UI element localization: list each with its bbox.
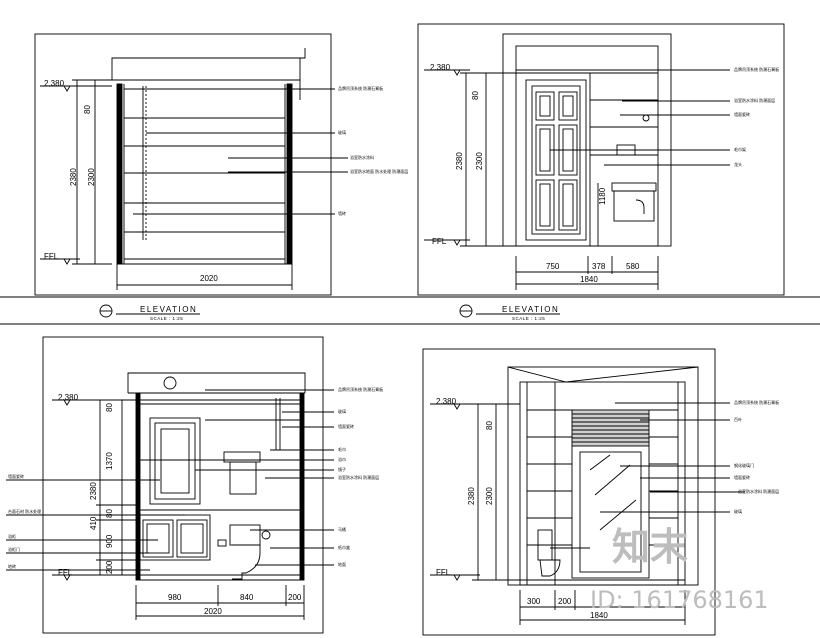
panel-b-dim-h: 378 — [592, 262, 606, 271]
panel-c-dim-v: 2380 — [89, 482, 98, 500]
elevation-panel-a — [34, 33, 348, 296]
panel-d-dim-h: 300 — [527, 597, 541, 606]
panel-c-dim-v: 80 — [105, 403, 114, 412]
panel-d-callout: 墙面瓷砖 — [734, 474, 750, 480]
panel-b-dim-h: 750 — [546, 262, 560, 271]
panel-d-dim-h: 200 — [558, 597, 572, 606]
panel-c-callout: 墙面瓷砖 — [338, 423, 354, 429]
panel-a-level-floor: FFL — [44, 252, 59, 261]
panel-c-dim-h: 200 — [288, 593, 302, 602]
watermark-logo: 知末 — [612, 525, 688, 569]
panel-a-callout: 浴室防水地面 防水处理 防潮面层 — [350, 168, 408, 174]
panel-a-dim-v: 80 — [83, 105, 92, 114]
panel-c-callout: 品牌吊顶系统 防潮石膏板 — [338, 386, 383, 392]
panel-d-callout: 钢化玻璃门 — [734, 462, 754, 468]
panel-b-callout: 龙头 — [734, 161, 742, 167]
panel-a-callout: 浴室防水涂料 — [350, 154, 374, 160]
panel-b-callout: 毛巾架 — [734, 146, 746, 152]
panel-b-callout: 品牌吊顶系统 防潮石膏板 — [734, 66, 779, 72]
elevation-panel-d — [422, 348, 745, 636]
panel-c-labels: 2.380 FFL 80 1370 2380 410 80 900 200 98… — [8, 386, 383, 616]
panel-d-dim-v: 2300 — [485, 487, 494, 505]
elevation-panel-c — [6, 336, 334, 634]
panel-c-callout: 浴巾 — [338, 456, 346, 462]
panel-c-callout: 地砖 — [8, 563, 16, 569]
panel-c-callout: 地面 — [338, 561, 346, 567]
watermark-id: ID: 161768161 — [590, 586, 769, 614]
panel-a-dim-v: 2380 — [69, 168, 78, 186]
panel-c-callout: 浴柜 — [8, 533, 16, 539]
panel-d-level-top: 2.380 — [436, 397, 457, 406]
panel-b-callout: 墙面瓷砖 — [734, 111, 750, 117]
panel-c-callout: 马桶 — [338, 526, 346, 532]
panel-b-dim-h: 580 — [626, 262, 640, 271]
panel-b-dim-v: 2300 — [475, 152, 484, 170]
panel-c-callout: 浴柜门 — [8, 546, 20, 552]
panel-b-dim-v: 80 — [471, 91, 480, 100]
panel-d-callout: 玻璃 — [734, 508, 742, 514]
panel-c-callout: 纸巾盒 — [338, 544, 350, 550]
panel-d-dim-total: 1840 — [590, 611, 608, 620]
panel-b-callout: 浴室防水涂料 防潮面层 — [734, 97, 775, 103]
caption-scale-right: SCALE : 1:25 — [512, 316, 545, 321]
caption-scale-left: SCALE : 1:25 — [150, 316, 183, 321]
panel-c-dim-v: 410 — [89, 516, 98, 530]
captions: ELEVATION SCALE : 1:25 ELEVATION SCALE :… — [140, 305, 559, 321]
panel-c-callout: 墙面瓷砖 — [8, 473, 24, 479]
panel-c-dim-h: 840 — [240, 593, 254, 602]
panel-c-dim-v: 1370 — [105, 452, 114, 470]
elevation-panel-b — [417, 23, 785, 296]
panel-a-width-dim: 2020 — [200, 274, 218, 283]
panel-c-callout: 台面石材 防水处理 — [8, 508, 41, 514]
panel-b-level-top: 2.380 — [430, 63, 451, 72]
panel-d-callout: 品牌吊顶系统 防潮石膏板 — [734, 399, 779, 405]
panel-c-callout: 镜子 — [338, 466, 346, 472]
panel-d-dim-v: 80 — [485, 421, 494, 430]
panel-c-dim-total: 2020 — [204, 607, 222, 616]
panel-c-callout: 玻璃 — [338, 408, 346, 414]
panel-a-callout: 墙砖 — [338, 210, 346, 216]
caption-title-left: ELEVATION — [140, 305, 197, 314]
panel-c-dim-v: 80 — [105, 509, 114, 518]
caption-title-right: ELEVATION — [502, 305, 559, 314]
panel-a-callout: 玻璃 — [338, 129, 346, 135]
watermark: 知末 ID: 161768161 — [590, 525, 769, 614]
panel-a-labels: 2.380 FFL 2020 80 2380 2300 品牌吊顶系统 防潮石膏板… — [44, 79, 408, 283]
panel-a-level-top: 2.380 — [44, 79, 65, 88]
panel-b-labels: 2.380 FFL 80 2380 2300 1180 750 378 580 … — [430, 63, 779, 284]
panel-c-callout: 毛巾 — [338, 446, 346, 452]
panel-c-dim-v: 900 — [105, 534, 114, 548]
panel-d-dim-v: 2380 — [467, 487, 476, 505]
panel-b-dim-total: 1840 — [580, 275, 598, 284]
panel-a-dim-v: 2300 — [87, 168, 96, 186]
panel-c-level-floor: FFL — [58, 568, 73, 577]
panel-d-callout: 浴室防水涂料 防潮面层 — [738, 488, 779, 494]
panel-b-level-floor: FFL — [432, 237, 447, 246]
panel-d-level-floor: FFL — [436, 568, 451, 577]
panel-c-level-top: 2.380 — [58, 393, 79, 402]
panel-d-labels: 2.380 FFL 80 2380 2300 300 200 1840 品牌吊顶… — [436, 397, 779, 620]
panel-c-dim-v: 200 — [105, 560, 114, 574]
panel-a-callout: 品牌吊顶系统 防潮石膏板 — [338, 85, 383, 91]
panel-c-dim-h: 980 — [168, 593, 182, 602]
panel-b-dim-v: 1180 — [598, 187, 607, 205]
panel-c-callout: 浴室防水涂料 防潮面层 — [338, 474, 379, 480]
panel-b-dim-v: 2380 — [455, 152, 464, 170]
panel-d-callout: 百叶 — [734, 416, 742, 422]
